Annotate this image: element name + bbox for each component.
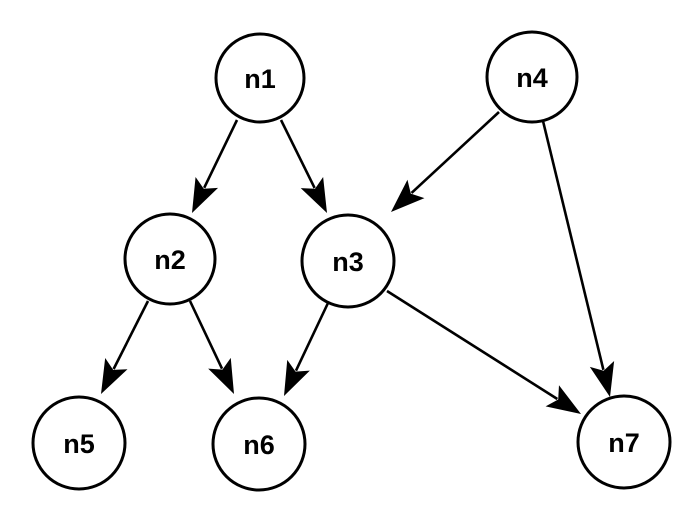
edge-line: [410, 111, 500, 194]
arrowhead-icon: [284, 359, 310, 396]
arrowhead-icon: [300, 176, 327, 213]
node-circle[interactable]: [485, 30, 579, 124]
edge-n2-to-n5: [101, 300, 150, 394]
graph-node-n1[interactable]: n1: [214, 32, 306, 124]
node-circle[interactable]: [31, 395, 127, 491]
node-circle[interactable]: [123, 212, 217, 306]
node-label: n1: [244, 64, 276, 94]
edge-line: [112, 300, 150, 370]
node-label: n7: [608, 428, 640, 458]
node-label: n6: [243, 430, 275, 460]
edge-n4-to-n7: [541, 120, 615, 397]
node-circle[interactable]: [211, 396, 307, 492]
node-label: n3: [332, 247, 364, 277]
node-label: n2: [154, 245, 186, 275]
arrowhead-icon: [208, 357, 234, 394]
edge-line: [294, 302, 330, 372]
node-label: n5: [63, 429, 95, 459]
edges-layer: [101, 111, 615, 414]
arrowhead-icon: [101, 358, 128, 394]
edge-n3-to-n7: [386, 289, 581, 414]
node-circle[interactable]: [214, 32, 306, 124]
edge-line: [541, 120, 605, 371]
nodes-layer: n1 n2 n3 n4 n5 n6 n7: [31, 30, 672, 492]
edge-n2-to-n6: [188, 300, 234, 394]
arrowhead-icon: [545, 385, 581, 414]
node-circle[interactable]: [576, 394, 672, 490]
arrowhead-icon: [391, 179, 425, 212]
graph-node-n7[interactable]: n7: [576, 394, 672, 490]
graph-node-n2[interactable]: n2: [123, 212, 217, 306]
edge-n1-to-n3: [279, 119, 327, 213]
graph-node-n4[interactable]: n4: [485, 30, 579, 124]
edge-n1-to-n2: [192, 119, 239, 213]
node-label: n4: [516, 63, 548, 93]
graph-node-n6[interactable]: n6: [211, 396, 307, 492]
edge-n3-to-n6: [284, 302, 330, 396]
edge-line: [203, 119, 239, 189]
arrowhead-icon: [589, 361, 615, 397]
edge-line: [188, 300, 224, 370]
edge-n4-to-n3: [391, 111, 500, 212]
graph-node-n3[interactable]: n3: [300, 213, 396, 309]
graph-node-n5[interactable]: n5: [31, 395, 127, 491]
edge-line: [386, 289, 559, 401]
node-circle[interactable]: [300, 213, 396, 309]
edge-line: [279, 119, 316, 189]
arrowhead-icon: [192, 176, 219, 213]
